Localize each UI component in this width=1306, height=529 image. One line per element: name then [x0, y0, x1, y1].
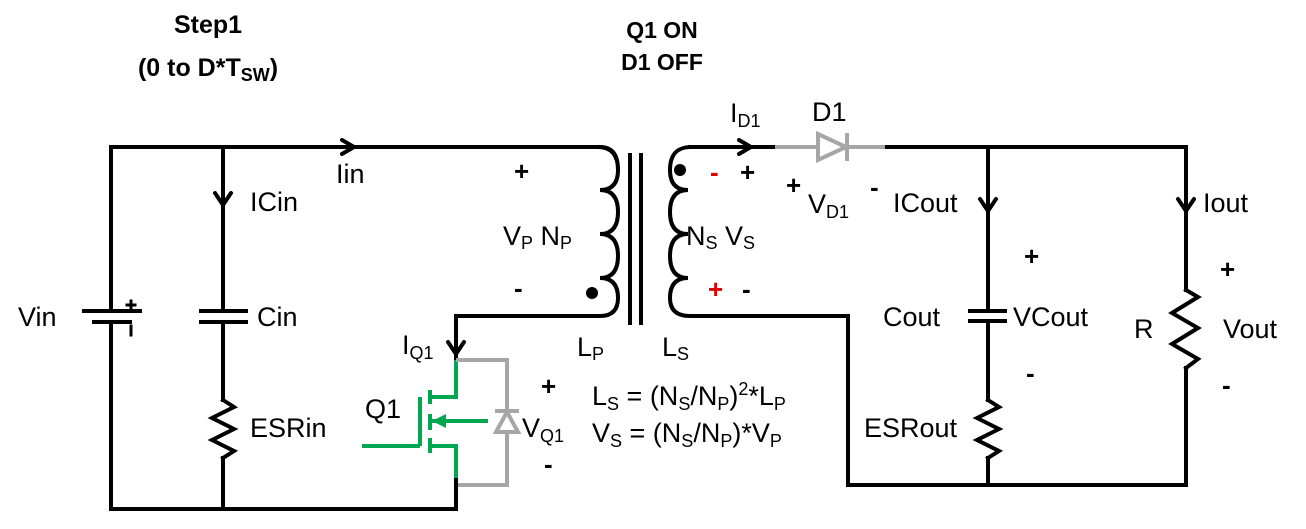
iout-label: Iout	[1203, 188, 1249, 218]
load-resistor-icon	[1168, 287, 1202, 371]
d1-label: D1	[812, 97, 847, 127]
iq1-label: IQ1	[402, 330, 434, 363]
vd1-minus-sign: -	[870, 172, 879, 202]
primary-dot-icon	[586, 287, 598, 299]
ns-vs-label: NS VS	[686, 221, 755, 253]
lp-label: LP	[577, 332, 604, 364]
id1-label: ID1	[730, 98, 761, 131]
iq1-arrow-icon	[446, 340, 466, 358]
cin-capacitor-icon	[199, 309, 248, 324]
vs-red-minus-sign: -	[710, 157, 719, 187]
vout-minus-sign: -	[1222, 370, 1231, 400]
secondary-dot-icon	[674, 164, 686, 176]
vq1-plus-sign: +	[541, 371, 556, 401]
transformer-core-icon	[628, 153, 643, 325]
vs-red-plus-sign: +	[708, 274, 723, 304]
vq1-label: VQ1	[522, 413, 564, 446]
esrout-label: ESRout	[864, 413, 958, 443]
vout-plus-sign: +	[1220, 254, 1235, 284]
icin-arrow-icon	[213, 191, 233, 209]
d1-diode-icon	[775, 130, 887, 164]
iin-label: Iin	[336, 159, 365, 189]
ls-label: LS	[662, 332, 689, 364]
q1-state-label: Q1 ON	[626, 17, 698, 43]
vp-plus-sign: +	[514, 156, 529, 186]
r-label: R	[1134, 314, 1154, 344]
secondary-winding-icon	[667, 144, 1009, 487]
primary-winding-icon	[454, 144, 621, 360]
vcout-label: VCout	[1013, 302, 1089, 332]
q1-body-arrow-icon	[432, 414, 446, 428]
id1-arrow-icon	[737, 138, 755, 156]
vout-label: Vout	[1223, 314, 1278, 344]
input-wires	[109, 145, 602, 511]
step-interval: (0 to D*TSW)	[138, 54, 278, 85]
vd1-label: VD1	[808, 189, 849, 222]
esrout-resistor-icon	[972, 397, 1004, 461]
iout-arrow-icon	[1176, 197, 1196, 215]
vin-battery-icon	[82, 299, 142, 337]
vs-minus-sign: -	[742, 274, 751, 304]
cout-label: Cout	[883, 302, 941, 332]
icout-label: ICout	[893, 188, 958, 218]
cin-label: Cin	[257, 302, 298, 332]
q1-body-diode-icon	[456, 358, 522, 487]
vcout-minus-sign: -	[1026, 358, 1035, 388]
icin-label: ICin	[250, 187, 298, 217]
icout-arrow-icon	[978, 197, 998, 215]
q1-mosfet-icon	[362, 360, 488, 480]
esrin-resistor-icon	[207, 397, 239, 461]
step-title: Step1	[174, 11, 242, 39]
cout-capacitor-icon	[968, 309, 1007, 323]
vs-equation: VS = (NS/NP)*VP	[592, 418, 782, 451]
vp-minus-sign: -	[514, 273, 523, 303]
q1-label: Q1	[365, 394, 401, 424]
iin-arrow-icon	[340, 138, 358, 156]
bottom-input-wire	[109, 478, 458, 511]
vp-np-label: VP NP	[503, 221, 572, 253]
vd1-plus-sign: +	[786, 170, 801, 200]
d1-state-label: D1 OFF	[621, 49, 703, 75]
ls-equation: LS = (NS/NP)2*LP	[592, 379, 786, 414]
vin-label: Vin	[18, 302, 57, 332]
vs-plus-sign: +	[740, 157, 755, 187]
vcout-plus-sign: +	[1024, 241, 1039, 271]
output-wires	[885, 145, 1188, 487]
vq1-minus-sign: -	[544, 449, 553, 479]
esrin-label: ESRin	[250, 413, 327, 443]
output-bottom-wire	[986, 366, 1188, 487]
